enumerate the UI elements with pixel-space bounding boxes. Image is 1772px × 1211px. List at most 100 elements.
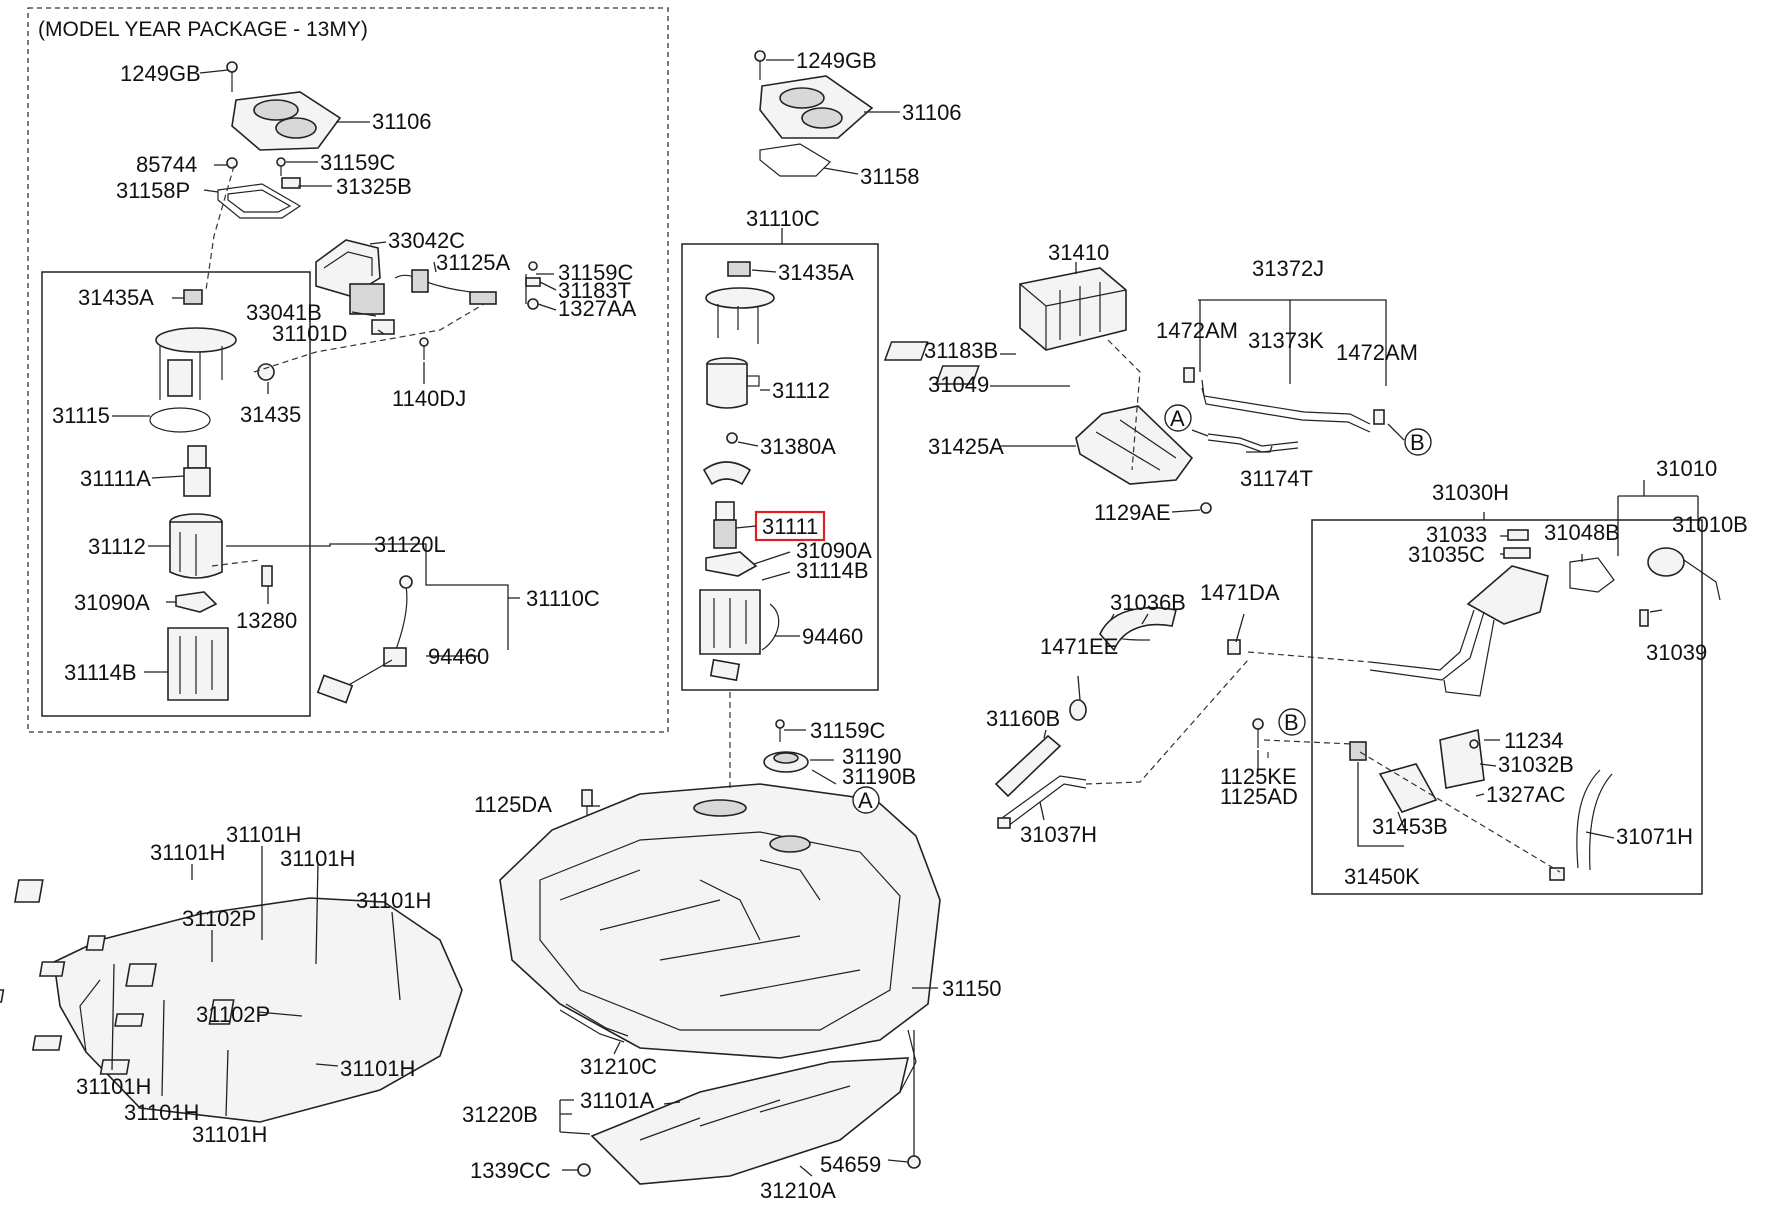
retainer-ring-center xyxy=(702,461,752,486)
label-31160b: 31160B xyxy=(986,706,1060,731)
label-94460-left: 94460 xyxy=(428,644,489,669)
label-31101h-8: 31101H xyxy=(340,1056,415,1081)
label-1471ee: 1471EE xyxy=(1040,634,1118,659)
label-33041b: 33041B xyxy=(246,300,322,325)
label-1327ac: 1327AC xyxy=(1486,782,1566,807)
label-1249gb-center: 1249GB xyxy=(796,48,877,73)
ref-circle-b-filler: B xyxy=(1278,708,1306,736)
label-31435a-center: 31435A xyxy=(778,260,854,285)
label-1140dj: 1140DJ xyxy=(392,386,466,411)
label-31048b: 31048B xyxy=(1544,520,1620,545)
label-1125da: 1125DA xyxy=(474,792,552,817)
label-1327aa: 1327AA xyxy=(558,296,637,321)
canister-dash-link xyxy=(1107,339,1141,471)
label-31037h: 31037H xyxy=(1020,822,1097,847)
label-85744: 85744 xyxy=(136,152,197,177)
screw-31159c-center xyxy=(775,719,785,742)
bolt-1125ke xyxy=(1252,718,1264,748)
label-1339cc: 1339CC xyxy=(470,1158,551,1183)
label-31435: 31435 xyxy=(240,402,301,427)
label-31410: 31410 xyxy=(1048,240,1109,265)
ref-circle-a-top: A xyxy=(1164,404,1192,432)
pump-31111a xyxy=(183,445,211,497)
clamp-1471ee xyxy=(1069,699,1087,721)
label-11234: 11234 xyxy=(1504,728,1564,753)
filler-neck-31030h xyxy=(1369,565,1549,697)
label-31101h-5: 31101H xyxy=(76,1074,151,1099)
screw-31159c-left xyxy=(276,157,301,189)
label-31101h-6: 31101H xyxy=(124,1100,199,1125)
ref-circle-a-tank: A xyxy=(852,786,880,814)
bracket-31032b xyxy=(1439,728,1485,789)
label-31435a-left: 31435A xyxy=(78,285,154,310)
label-31158-center: 31158 xyxy=(860,164,920,189)
label-31101a: 31101A xyxy=(580,1088,655,1113)
sender-94460-center xyxy=(709,658,741,682)
skid-plate-31210a xyxy=(590,1029,917,1185)
label-31071h: 31071H xyxy=(1616,824,1693,849)
hose-31036b xyxy=(1099,606,1177,652)
label-31010b: 31010B xyxy=(1672,512,1748,537)
label-31101h-4: 31101H xyxy=(356,888,431,913)
label-31101h-2: 31101H xyxy=(226,822,301,847)
pad-31049 xyxy=(935,365,980,385)
leader-lines xyxy=(111,59,1699,1177)
svg-text:A: A xyxy=(1170,406,1185,431)
label-31183b: 31183B xyxy=(924,338,998,363)
vapor-line-31174t xyxy=(1207,433,1299,453)
clip-31033-31035c xyxy=(1503,529,1531,559)
label-31158p: 31158P xyxy=(116,178,190,203)
bracket-33042c xyxy=(315,239,385,315)
label-31102p-2: 31102P xyxy=(196,1002,270,1027)
clamp-1471da xyxy=(1227,639,1241,655)
ref-circle-b-top: B xyxy=(1404,428,1432,456)
pump-assembly-box-center xyxy=(681,243,879,691)
label-31372j: 31372J xyxy=(1252,256,1324,281)
label-31380a: 31380A xyxy=(760,434,836,459)
svg-text:B: B xyxy=(1410,430,1425,455)
label-31450k: 31450K xyxy=(1344,864,1420,889)
strap-31210c xyxy=(559,1003,629,1043)
fuel-tank-31150 xyxy=(499,783,941,1059)
label-31110c-left: 31110C xyxy=(526,586,600,611)
label-31114b-center: 31114B xyxy=(796,558,869,583)
model-year-package-title: (MODEL YEAR PACKAGE - 13MY) xyxy=(38,18,368,41)
label-31039: 31039 xyxy=(1646,640,1707,665)
label-31210c: 31210C xyxy=(580,1054,657,1079)
label-31115: 31115 xyxy=(52,403,110,428)
model-year-package-frame xyxy=(27,7,669,733)
filler-neck-assembly-box xyxy=(1311,519,1703,895)
clip-85744 xyxy=(226,157,238,169)
pump-flange-center xyxy=(705,261,775,344)
label-1472am-1: 1472AM xyxy=(1156,318,1238,343)
label-31111a: 31111A xyxy=(80,466,151,491)
label-31112-center: 31112 xyxy=(772,378,830,403)
svg-text:A: A xyxy=(858,788,873,813)
insulator-pads xyxy=(0,879,235,1075)
label-31036b: 31036B xyxy=(1110,590,1186,615)
label-31101h-1: 31101H xyxy=(150,840,225,865)
label-31030h: 31030H xyxy=(1432,480,1509,505)
fuel-cap-31010b xyxy=(1647,547,1721,601)
label-31010: 31010 xyxy=(1656,456,1717,481)
gasket-31115 xyxy=(149,407,211,433)
holder-31114b-center xyxy=(699,589,780,655)
label-13280: 13280 xyxy=(236,608,297,633)
label-31183t: 31183T xyxy=(558,278,631,303)
cap-ring-31190 xyxy=(763,751,809,773)
connector-31435 xyxy=(257,363,275,381)
label-54659: 54659 xyxy=(820,1152,881,1177)
label-31125a: 31125A xyxy=(436,250,511,275)
filler-dash-links xyxy=(1085,651,1561,873)
nut-54659 xyxy=(907,1155,921,1169)
label-33042c: 33042C xyxy=(388,228,465,253)
label-31190b: 31190B xyxy=(842,764,916,789)
label-31032b: 31032B xyxy=(1498,752,1574,777)
label-1125ad: 1125AD xyxy=(1220,784,1298,809)
label-31120l: 31120L xyxy=(374,532,446,557)
label-31159c-left: 31159C xyxy=(320,150,396,175)
label-31174t: 31174T xyxy=(1240,466,1313,491)
part-labels: 1249GB 31106 85744 31159C 31158P 31325B … xyxy=(52,48,1748,1203)
label-1471da: 1471DA xyxy=(1200,580,1280,605)
